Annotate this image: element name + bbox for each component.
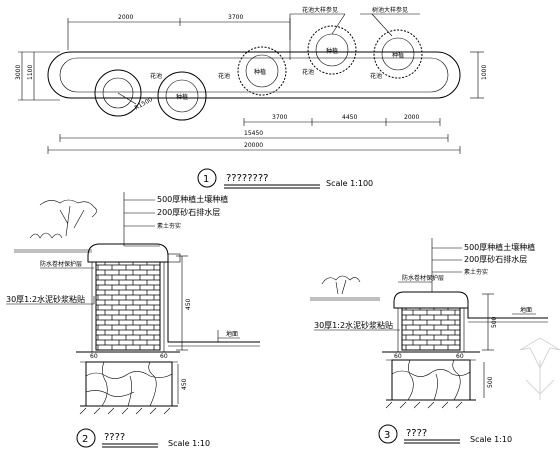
section3-base-dim: 60	[394, 353, 402, 360]
section2-note-gravel: 200厚砂石排水层	[157, 207, 220, 217]
plan-view: 2000 3700 3000 1100	[15, 6, 488, 189]
section2-ground-line	[167, 262, 260, 343]
corner-watermark	[519, 337, 560, 400]
plan-callout-tree-pit: 树池大样参见	[372, 6, 408, 14]
tree-pit-circle	[237, 46, 287, 96]
section3-bottom-note: 30厚1:2水泥砂浆粘贴	[314, 320, 393, 330]
section3-leaders	[398, 238, 462, 292]
section3-note-gravel: 200厚砂石排水层	[464, 254, 527, 264]
plan-dim-top-1: 2000	[118, 14, 133, 21]
plan-dim-left-2: 1100	[27, 65, 34, 80]
plan-inner-outline	[59, 57, 449, 93]
tree-pit-circle	[307, 25, 357, 75]
section2-base-dim: 60	[90, 353, 98, 360]
plan-dim-left-1: 3000	[15, 65, 22, 80]
plan-area-label: 花池	[150, 72, 162, 80]
section3-foundation	[391, 359, 471, 401]
section2-title-bubble	[76, 428, 96, 448]
section3-ground-label: 地面	[520, 306, 532, 314]
section3-coping	[393, 291, 469, 309]
plan-area-label: 种植	[254, 68, 266, 76]
section-2: 500厚种植土壤种植 200厚砂石排水层 素土夯实 地面 防水卷材保护层 30厚…	[6, 192, 260, 448]
plan-title-bubble	[197, 168, 217, 188]
section2-brick-wall	[95, 261, 161, 351]
section2-height-dim: 450 450	[176, 255, 192, 404]
plan-right-dimension: 1000	[470, 51, 488, 99]
plan-bottom-dimensions: 3700 4450 2000 15450 20000	[47, 114, 461, 154]
plan-dim-total: 20000	[244, 142, 263, 149]
plan-dim-top-2: 3700	[228, 14, 243, 21]
plan-area-label: 种植	[176, 93, 188, 101]
section3-left-note: 防水卷材保护层	[402, 274, 444, 282]
plan-left-dimension: 3000 1100	[15, 51, 60, 101]
section2-bottom-note: 30厚1:2水泥砂浆粘贴	[6, 294, 85, 304]
section2-leaders	[123, 192, 160, 247]
section2-ground-label: 地面	[226, 330, 238, 338]
section3-ground-line	[467, 300, 548, 319]
section3-base-dim: 60	[456, 353, 464, 360]
plan-dim-bottom: 2000	[404, 114, 419, 121]
plan-top-dimension: 2000 3700	[67, 14, 291, 60]
section3-shrub	[310, 275, 380, 301]
section3-note-compacted: 素土夯实	[464, 268, 488, 276]
tree-pit-circle	[94, 69, 142, 117]
section3-height-dim: 500 500	[482, 293, 498, 398]
section2-scale: Scale 1:10	[168, 439, 210, 448]
plan-dim-bottom: 3700	[272, 114, 287, 121]
plan-area-label: 花池	[370, 72, 382, 80]
plan-title: 1 ???????? Scale 1:100	[197, 168, 373, 189]
section2-note-soil: 500厚种植土壤种植	[157, 194, 228, 204]
section3-title-bubble	[378, 424, 398, 444]
section3-scale: Scale 1:10	[470, 435, 512, 444]
section3-brick-wall	[401, 307, 461, 351]
plan-area-label: 种植	[392, 51, 404, 59]
section2-title: 2 ???? Scale 1:10	[76, 428, 210, 448]
section2-left-note: 防水卷材保护层	[40, 260, 82, 268]
section2-title-number: 2	[82, 434, 88, 445]
section-3: 500厚种植土壤种植 200厚砂石排水层 素土夯实 防水卷材保护层 地面 30厚…	[310, 238, 560, 444]
plan-area-label: 花池	[218, 72, 230, 80]
section3-title-number: 3	[384, 430, 390, 441]
section2-foundation	[85, 361, 173, 407]
section2-title-text: ????	[104, 432, 125, 443]
plan-area-label: 花池	[302, 68, 314, 76]
plan-title-number: 1	[203, 174, 209, 185]
plan-dim-total-inner: 15450	[244, 130, 263, 137]
section3-title: 3 ???? Scale 1:10	[378, 424, 512, 444]
section2-base-height: 450	[181, 378, 188, 390]
shrub-drawing	[14, 199, 97, 253]
plan-area-labels: 花池 花池 种植 花池 种植 种植 花池 种植	[150, 47, 404, 101]
section3-height-value: 500	[491, 316, 498, 328]
plan-scale: Scale 1:100	[326, 179, 373, 188]
tree-pit-circle	[373, 29, 423, 79]
section3-base-height: 500	[487, 376, 494, 388]
section3-title-text: ????	[406, 428, 427, 439]
plan-title-text: ????????	[226, 173, 268, 184]
plan-area-label: 种植	[326, 47, 338, 55]
plan-dim-bottom: 4450	[342, 114, 357, 121]
section2-base-dim: 60	[160, 353, 168, 360]
plan-outer-outline	[47, 51, 461, 99]
plan-callout-flower-bed: 花池大样参见	[302, 6, 338, 14]
plan-tree-pits	[94, 25, 423, 121]
tree-pit-circle	[157, 71, 207, 121]
section2-coping	[87, 243, 169, 263]
section2-note-compacted: 素土夯实	[157, 222, 181, 230]
plan-dim-right: 1000	[481, 65, 488, 80]
section2-height-value: 450	[185, 298, 192, 310]
section3-note-soil: 500厚种植土壤种植	[464, 242, 535, 252]
